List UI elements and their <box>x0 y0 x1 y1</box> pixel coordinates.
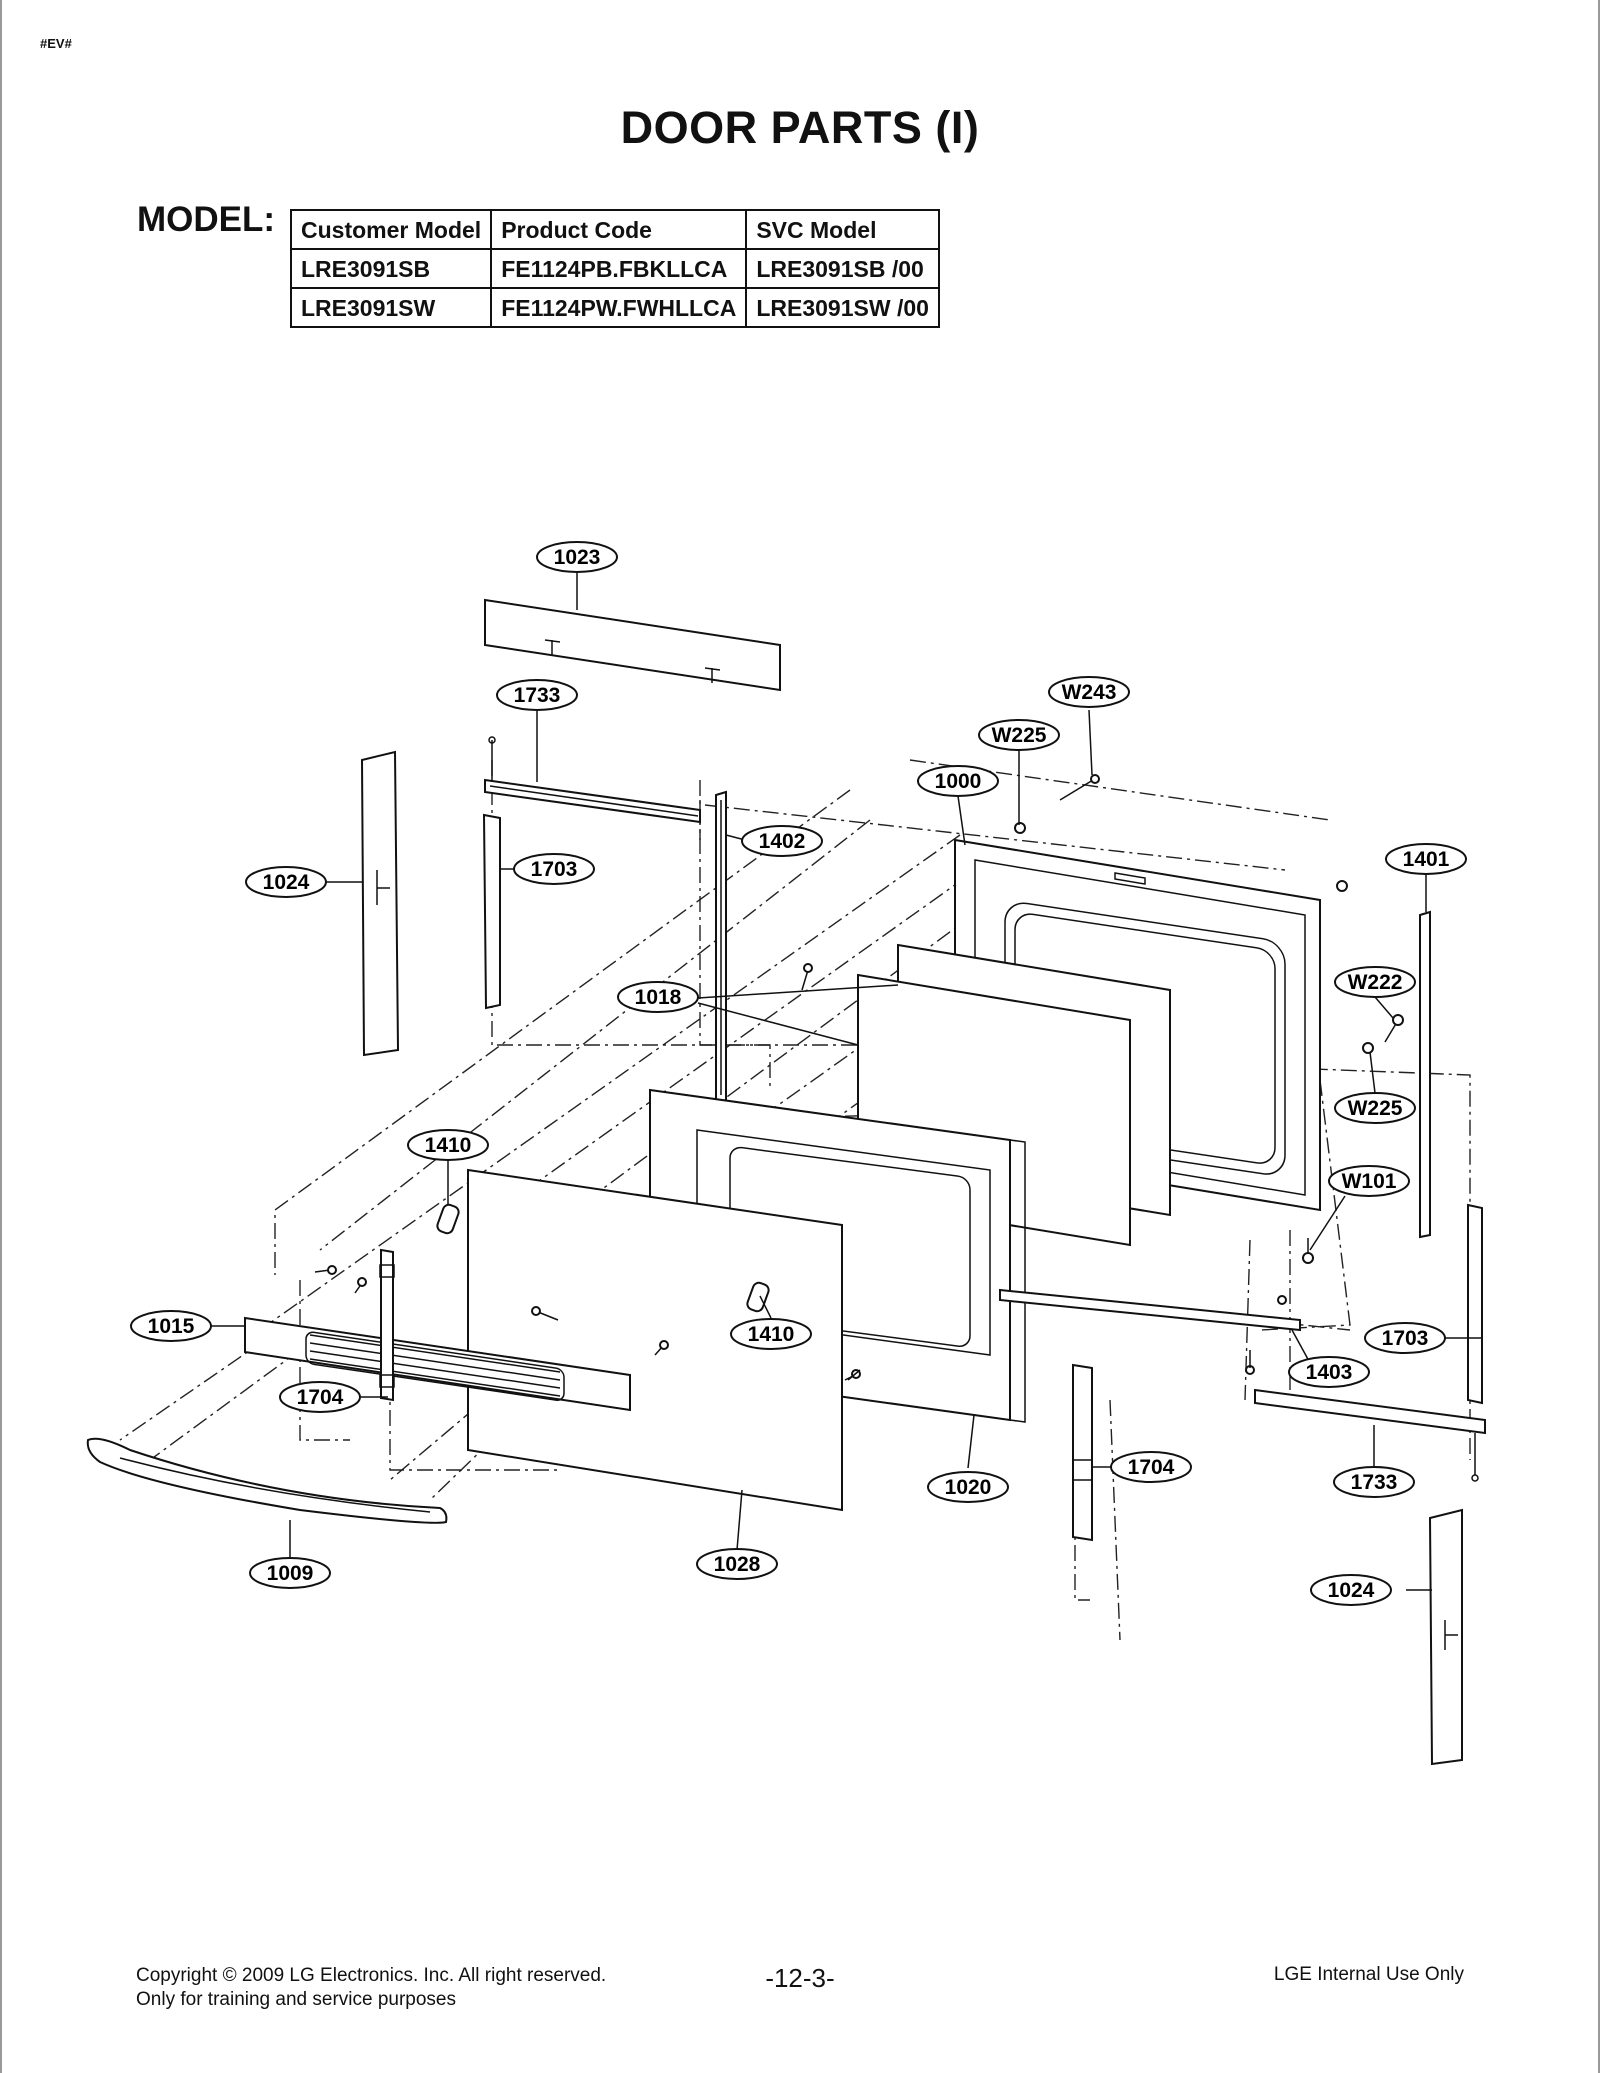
callout-1733-bottom: 1733 <box>1333 1466 1415 1498</box>
header-product-code: Product Code <box>490 209 748 250</box>
svg-text:W243: W243 <box>1062 681 1117 704</box>
svg-text:1020: 1020 <box>945 1476 992 1499</box>
model-table: Customer Model Product Code SVC Model LR… <box>289 209 940 328</box>
part-1403-bottom-rail <box>999 1288 1301 1332</box>
cell-customer-model: LRE3091SW <box>289 287 493 328</box>
cell-customer-model: LRE3091SB <box>289 248 493 289</box>
svg-text:1024: 1024 <box>1328 1579 1375 1602</box>
callout-1703-left: 1703 <box>513 853 595 885</box>
svg-text:1410: 1410 <box>748 1323 795 1346</box>
svg-text:W101: W101 <box>1342 1170 1397 1193</box>
svg-text:1733: 1733 <box>1351 1471 1398 1494</box>
callout-1733-top: 1733 <box>496 679 578 711</box>
header-customer-model: Customer Model <box>289 209 493 250</box>
cell-product-code: FE1124PB.FBKLLCA <box>490 248 748 289</box>
model-table-row: LRE3091SW FE1124PW.FWHLLCA LRE3091SW /00 <box>289 287 940 328</box>
page-border-right <box>1598 0 1600 2073</box>
svg-text:1023: 1023 <box>554 546 601 569</box>
svg-text:1703: 1703 <box>531 858 578 881</box>
training-notice: Only for training and service purposes <box>136 1989 456 2010</box>
part-1401-right-bracket <box>1419 910 1431 1239</box>
svg-text:1410: 1410 <box>425 1134 472 1157</box>
callout-1410-top: 1410 <box>407 1129 489 1161</box>
part-1703-right-seal <box>1467 1203 1483 1405</box>
callout-w225-right: W225 <box>1334 1092 1416 1124</box>
part-1024-left-side-trim <box>360 750 400 1057</box>
model-table-header-row: Customer Model Product Code SVC Model <box>289 209 940 250</box>
callout-1704-left: 1704 <box>279 1381 361 1413</box>
svg-text:1009: 1009 <box>267 1562 314 1585</box>
svg-text:1024: 1024 <box>263 871 310 894</box>
callout-1015: 1015 <box>130 1310 212 1342</box>
svg-text:1704: 1704 <box>1128 1456 1175 1479</box>
page-border-left <box>0 0 2 2073</box>
part-1023-top-trim <box>484 598 781 692</box>
part-1733-top-rail <box>484 736 701 824</box>
svg-text:1018: 1018 <box>635 986 682 1009</box>
part-1704-right-hinge <box>1072 1363 1093 1542</box>
callout-1024-left: 1024 <box>245 866 327 898</box>
callout-1704-right: 1704 <box>1110 1451 1192 1483</box>
callout-w225-top: W225 <box>978 719 1060 751</box>
callout-1018: 1018 <box>617 981 699 1013</box>
callout-1028: 1028 <box>696 1548 778 1580</box>
callout-1000: 1000 <box>917 765 999 797</box>
screws <box>314 774 1404 1381</box>
callout-1401: 1401 <box>1385 843 1467 875</box>
internal-use-notice: LGE Internal Use Only <box>1273 1964 1464 1985</box>
svg-text:W225: W225 <box>1348 1097 1403 1120</box>
svg-text:1028: 1028 <box>714 1553 761 1576</box>
callout-1023: 1023 <box>536 541 618 573</box>
part-1733-bottom-rail <box>1254 1388 1486 1482</box>
copyright-text: Copyright © 2009 LG Electronics. Inc. Al… <box>136 1965 607 1986</box>
page-number: -12-3- <box>765 1963 835 1993</box>
svg-text:W225: W225 <box>992 724 1047 747</box>
part-1703-left-seal <box>482 813 501 1010</box>
cell-svc-model: LRE3091SW /00 <box>745 287 940 328</box>
callout-1403: 1403 <box>1288 1356 1370 1388</box>
svg-text:1703: 1703 <box>1382 1327 1429 1350</box>
callout-1402: 1402 <box>741 825 823 857</box>
svg-text:1015: 1015 <box>148 1315 195 1338</box>
svg-text:1000: 1000 <box>935 770 982 793</box>
callout-1703-right: 1703 <box>1364 1322 1446 1354</box>
svg-text:W222: W222 <box>1348 971 1403 994</box>
part-1009-handle <box>86 1437 448 1524</box>
svg-text:1704: 1704 <box>297 1386 344 1409</box>
svg-text:1401: 1401 <box>1403 848 1450 871</box>
part-1015-vent <box>244 1316 631 1412</box>
model-label: MODEL: <box>137 200 276 239</box>
callout-w222: W222 <box>1334 966 1416 998</box>
part-1024-right-side-trim <box>1428 1508 1463 1766</box>
model-table-row: LRE3091SB FE1124PB.FBKLLCA LRE3091SB /00 <box>289 248 940 289</box>
document-tag: #EV# <box>40 36 72 51</box>
svg-text:1733: 1733 <box>514 684 561 707</box>
callout-1410-bottom: 1410 <box>730 1318 812 1350</box>
footer-copyright: Copyright © 2009 LG Electronics. Inc. Al… <box>136 1964 606 2012</box>
callout-1024-right: 1024 <box>1310 1574 1392 1606</box>
callout-1020: 1020 <box>927 1471 1009 1503</box>
part-1704-left-hinge <box>379 1248 395 1402</box>
cell-product-code: FE1124PW.FWHLLCA <box>490 287 748 328</box>
header-svc-model: SVC Model <box>745 209 940 250</box>
svg-text:1403: 1403 <box>1306 1361 1353 1384</box>
page-title: DOOR PARTS (I) <box>620 102 980 153</box>
callout-w243: W243 <box>1048 676 1130 708</box>
callout-1009: 1009 <box>249 1557 331 1589</box>
cell-svc-model: LRE3091SB /00 <box>745 248 940 289</box>
part-1402-bracket <box>715 790 727 1104</box>
svg-text:1402: 1402 <box>759 830 806 853</box>
callout-w101: W101 <box>1328 1165 1410 1197</box>
